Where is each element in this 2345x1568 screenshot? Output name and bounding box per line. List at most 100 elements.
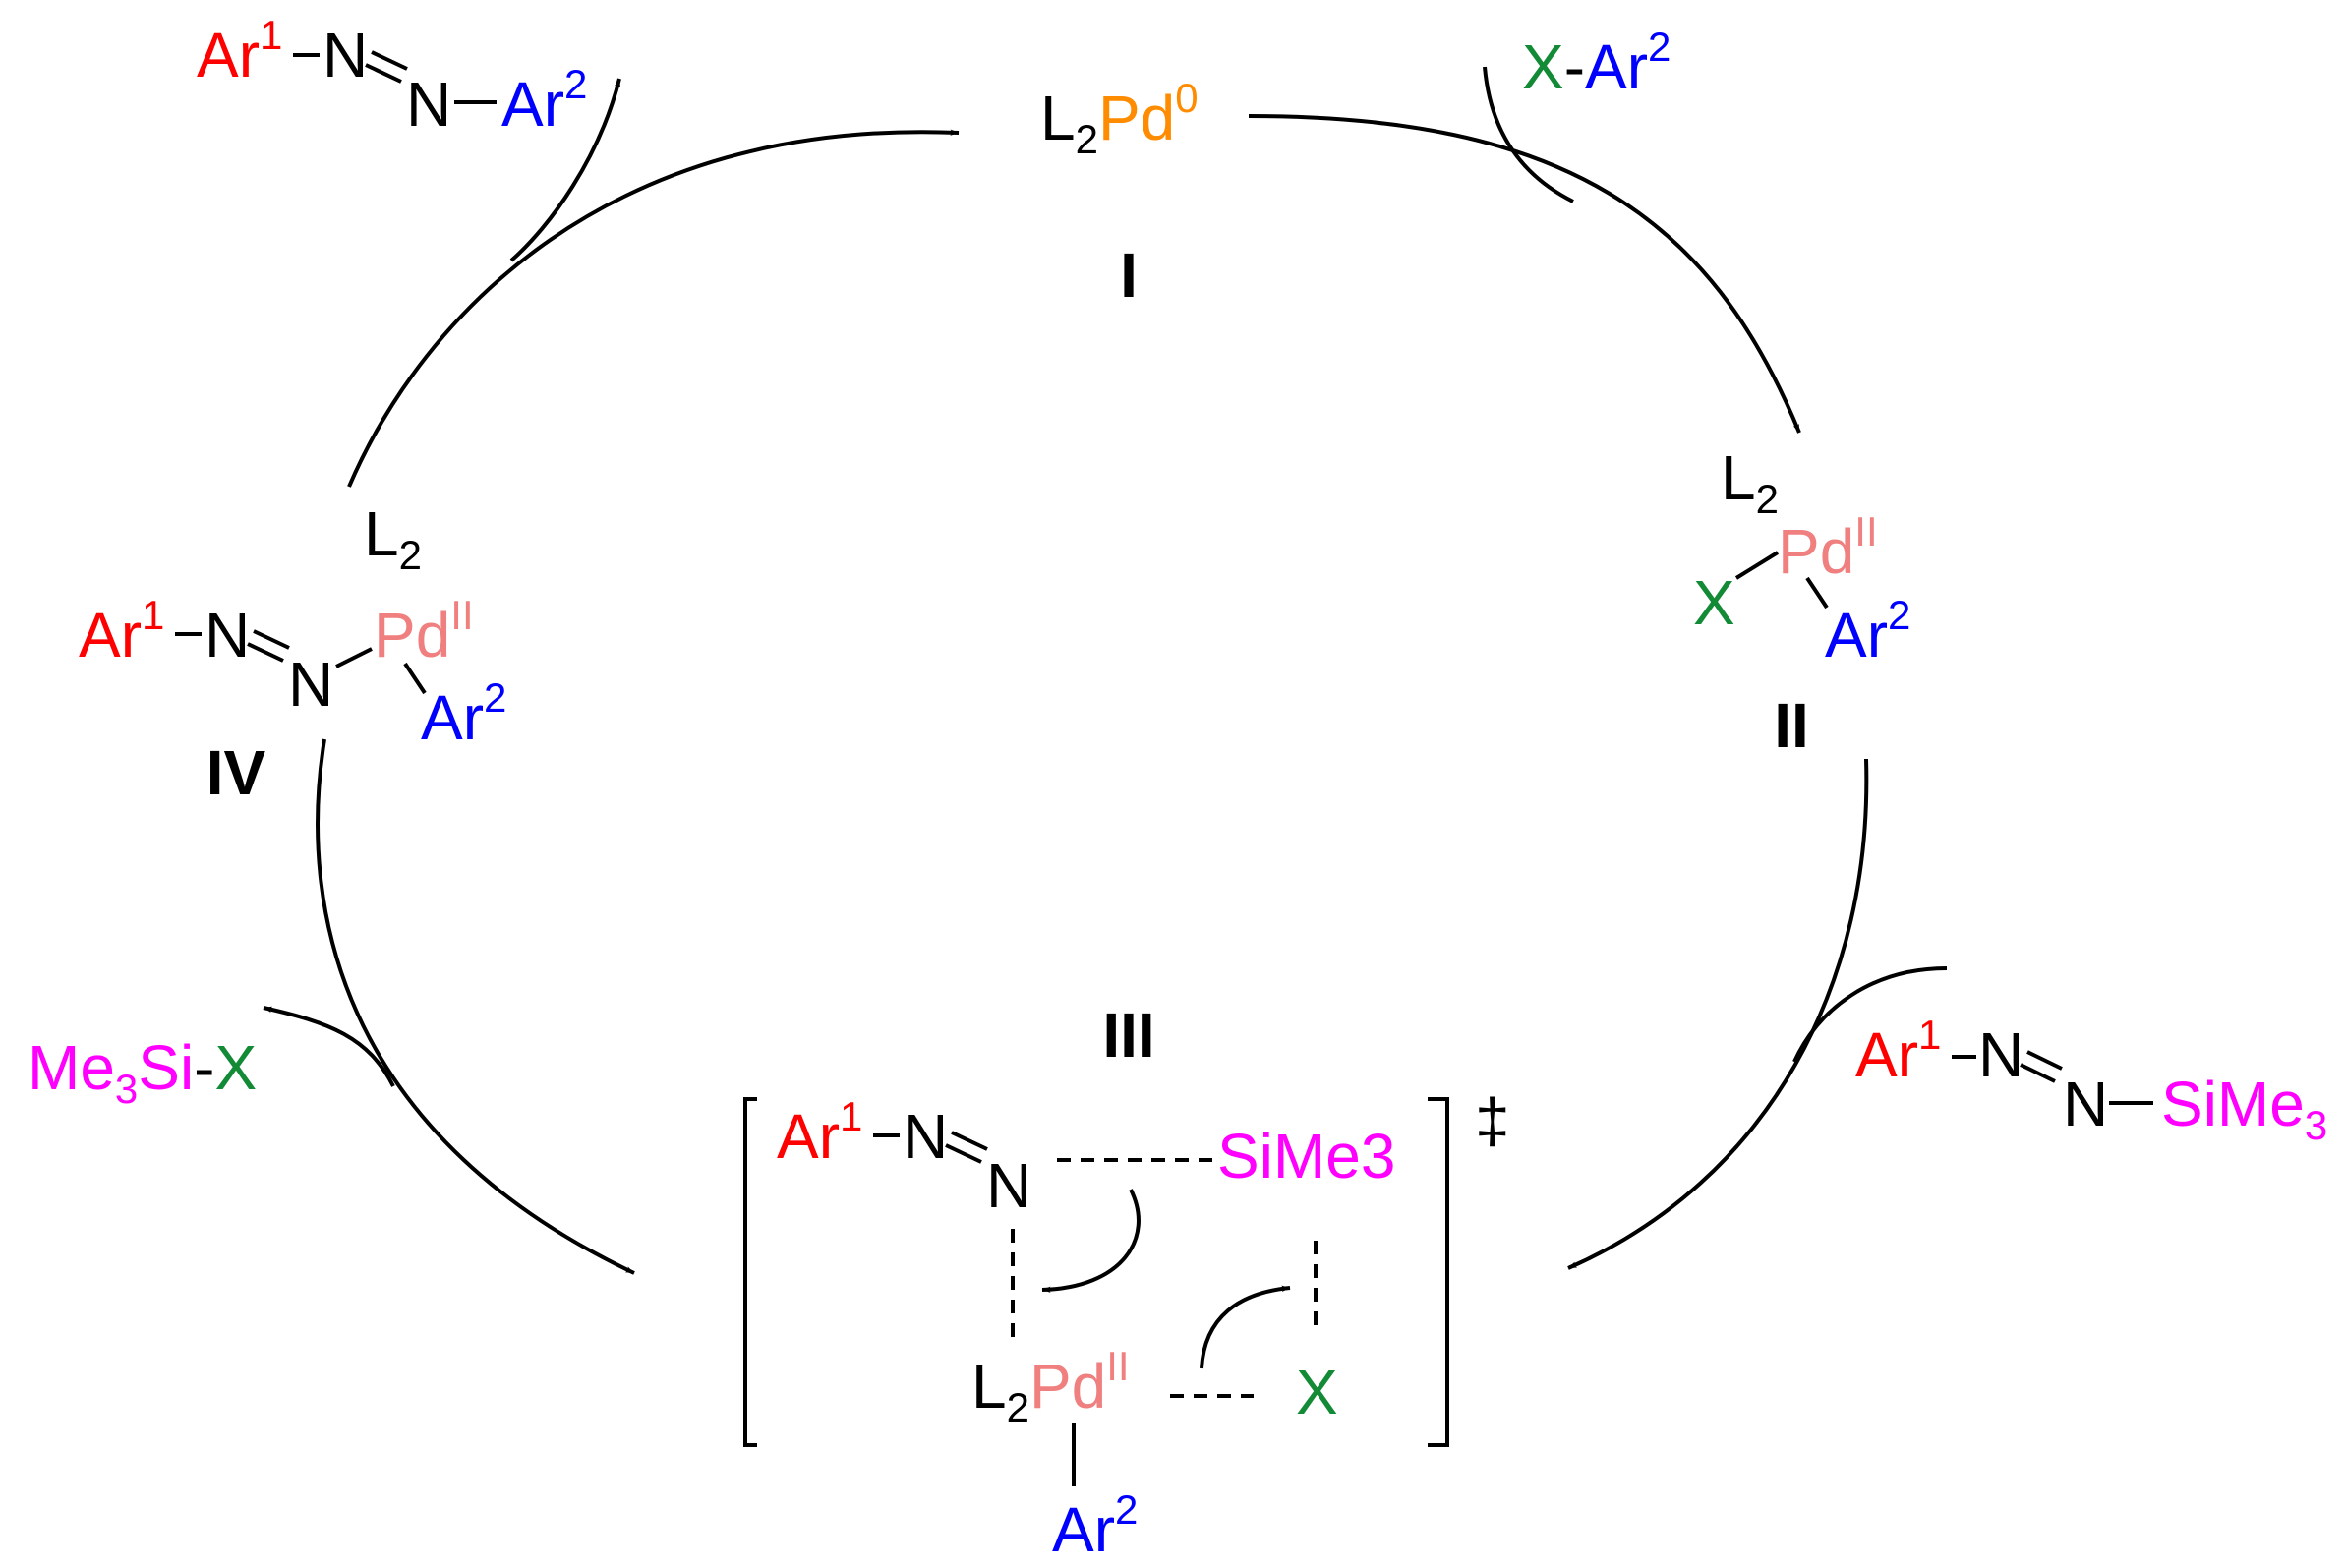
azo-ar2: Ar2 xyxy=(501,61,587,140)
aryl-label: Ar xyxy=(1825,600,1888,670)
bond-n-n-1 xyxy=(247,642,284,663)
methyl-label: Me xyxy=(28,1032,115,1103)
arc-IV-to-I xyxy=(347,129,960,488)
arc-I-to-II xyxy=(1248,114,1801,434)
species-IV-n-right: N xyxy=(288,649,333,720)
bond-pd-ar xyxy=(1805,576,1829,610)
bond-n-n-2 xyxy=(371,50,408,71)
species-II-label: II xyxy=(1774,690,1809,761)
oxidation-state: 0 xyxy=(1175,75,1198,121)
ts-n-right: N xyxy=(986,1150,1031,1221)
halide-label: X xyxy=(1522,31,1564,102)
aryl-halide-formula: X-Ar2 xyxy=(1522,24,1671,102)
ar1-label: Ar xyxy=(777,1101,840,1172)
triazene-silyl: SiMe3 xyxy=(2161,1069,2327,1148)
halide-label: X xyxy=(214,1032,257,1103)
species-II: L2 PdII X Ar2 II xyxy=(1693,442,1910,761)
aryl-label: Ar xyxy=(501,69,564,140)
ligand-label: L xyxy=(971,1351,1007,1422)
bond-n-n-2 xyxy=(951,1131,988,1151)
bond-pd-ar xyxy=(403,662,427,695)
product-azo: Ar1 N N Ar2 xyxy=(197,12,587,140)
silicon-label: Si xyxy=(138,1032,194,1103)
arc-II-to-III xyxy=(1567,758,1869,1270)
ar1-superscript: 1 xyxy=(260,12,282,58)
arc-III-to-IV xyxy=(316,738,635,1275)
triazene-n-right: N xyxy=(2063,1069,2108,1139)
azo-n-left: N xyxy=(322,20,368,90)
curved-arrow-n-to-pd xyxy=(1041,1189,1141,1293)
silyl-label: SiMe xyxy=(2161,1069,2305,1139)
species-IV-ar1: Ar1 xyxy=(79,592,164,670)
species-IV-n-left: N xyxy=(205,600,250,670)
bond-n-n-2 xyxy=(253,629,290,650)
reagent-silyl-triazene: Ar1 N N SiMe3 xyxy=(1855,1012,2327,1148)
aryl-superscript: 2 xyxy=(484,674,506,721)
bond-n-n-1 xyxy=(2020,1063,2056,1083)
ligand-subscript: 2 xyxy=(399,532,422,578)
bracket-right xyxy=(1428,1097,1449,1447)
palladium-label: Pd xyxy=(374,600,450,670)
species-IV-metal: PdII xyxy=(374,592,474,670)
aryl-label: Ar xyxy=(1052,1494,1115,1565)
ligand-label: L xyxy=(1721,442,1756,513)
bond-n-n-2 xyxy=(2026,1050,2063,1071)
methyl-subscript: 3 xyxy=(115,1066,138,1112)
species-IV: L2 Ar1 N N PdII Ar2 IV xyxy=(79,498,506,808)
arc-reagent-in-aryl-halide xyxy=(1483,66,1574,203)
halide-label: X xyxy=(1693,567,1735,638)
oxidation-state: II xyxy=(450,592,473,638)
ligand-subscript: 2 xyxy=(1076,116,1098,162)
aryl-superscript: 2 xyxy=(1648,24,1671,70)
species-III-label: III xyxy=(1102,1000,1154,1071)
species-III: III ‡ Ar1 N N SiMe3 L2PdII X Ar2 xyxy=(743,1000,1510,1565)
ligand-label: L xyxy=(1040,83,1076,153)
species-IV-label: IV xyxy=(206,737,266,808)
ligand-subscript: 2 xyxy=(1007,1384,1029,1430)
arc-product-release xyxy=(509,78,621,262)
bond-n-n-1 xyxy=(945,1143,982,1164)
bond-n-pd xyxy=(335,647,373,668)
azo-ar1: Ar1 xyxy=(197,12,282,90)
ts-n-left: N xyxy=(903,1101,948,1172)
ar1-superscript: 1 xyxy=(142,592,164,638)
ts-ar1: Ar1 xyxy=(777,1093,862,1172)
hyphen: - xyxy=(1564,31,1585,102)
triazene-n-left: N xyxy=(1978,1019,2023,1090)
species-I-complex: L2Pd0 xyxy=(1040,75,1199,162)
ligand-label: L xyxy=(364,498,399,569)
aryl-label: Ar xyxy=(1585,31,1648,102)
species-I: L2Pd0 I xyxy=(1040,75,1199,311)
bond-n-n-1 xyxy=(365,63,402,84)
ts-halide: X xyxy=(1296,1357,1338,1427)
arc-reagent-in-silyl-triazene xyxy=(1792,966,1948,1063)
oxidation-state: II xyxy=(1854,508,1877,554)
transition-state-mark: ‡ xyxy=(1475,1085,1510,1156)
ar1-label: Ar xyxy=(79,600,142,670)
arc-byproduct-release xyxy=(263,1006,395,1087)
ts-aryl: Ar2 xyxy=(1052,1486,1138,1565)
palladium-label: Pd xyxy=(1029,1351,1106,1422)
oxidation-state: II xyxy=(1106,1343,1129,1389)
byproduct-silyl-halide: Me3Si-X xyxy=(28,1032,257,1112)
species-II-metal: PdII xyxy=(1778,508,1878,587)
species-II-ligand: L2 xyxy=(1721,442,1779,522)
palladium-label: Pd xyxy=(1778,516,1854,587)
species-II-aryl: Ar2 xyxy=(1825,592,1910,670)
hyphen: - xyxy=(194,1032,214,1103)
ar1-label: Ar xyxy=(1855,1019,1918,1090)
ar1-superscript: 1 xyxy=(840,1093,862,1139)
ts-pd-complex: L2PdII xyxy=(971,1343,1130,1430)
aryl-superscript: 2 xyxy=(1888,592,1910,638)
ar1-label: Ar xyxy=(197,20,260,90)
ligand-subscript: 2 xyxy=(1756,476,1779,522)
species-I-label: I xyxy=(1120,240,1138,311)
azo-n-right: N xyxy=(406,69,451,140)
ts-silyl: SiMe3 xyxy=(1217,1121,1395,1191)
silyl-halide-formula: Me3Si-X xyxy=(28,1032,257,1112)
species-IV-ligand: L2 xyxy=(364,498,422,578)
curved-arrow-x-to-si xyxy=(1200,1285,1291,1369)
bracket-left xyxy=(743,1097,757,1447)
palladium-label: Pd xyxy=(1098,83,1175,153)
